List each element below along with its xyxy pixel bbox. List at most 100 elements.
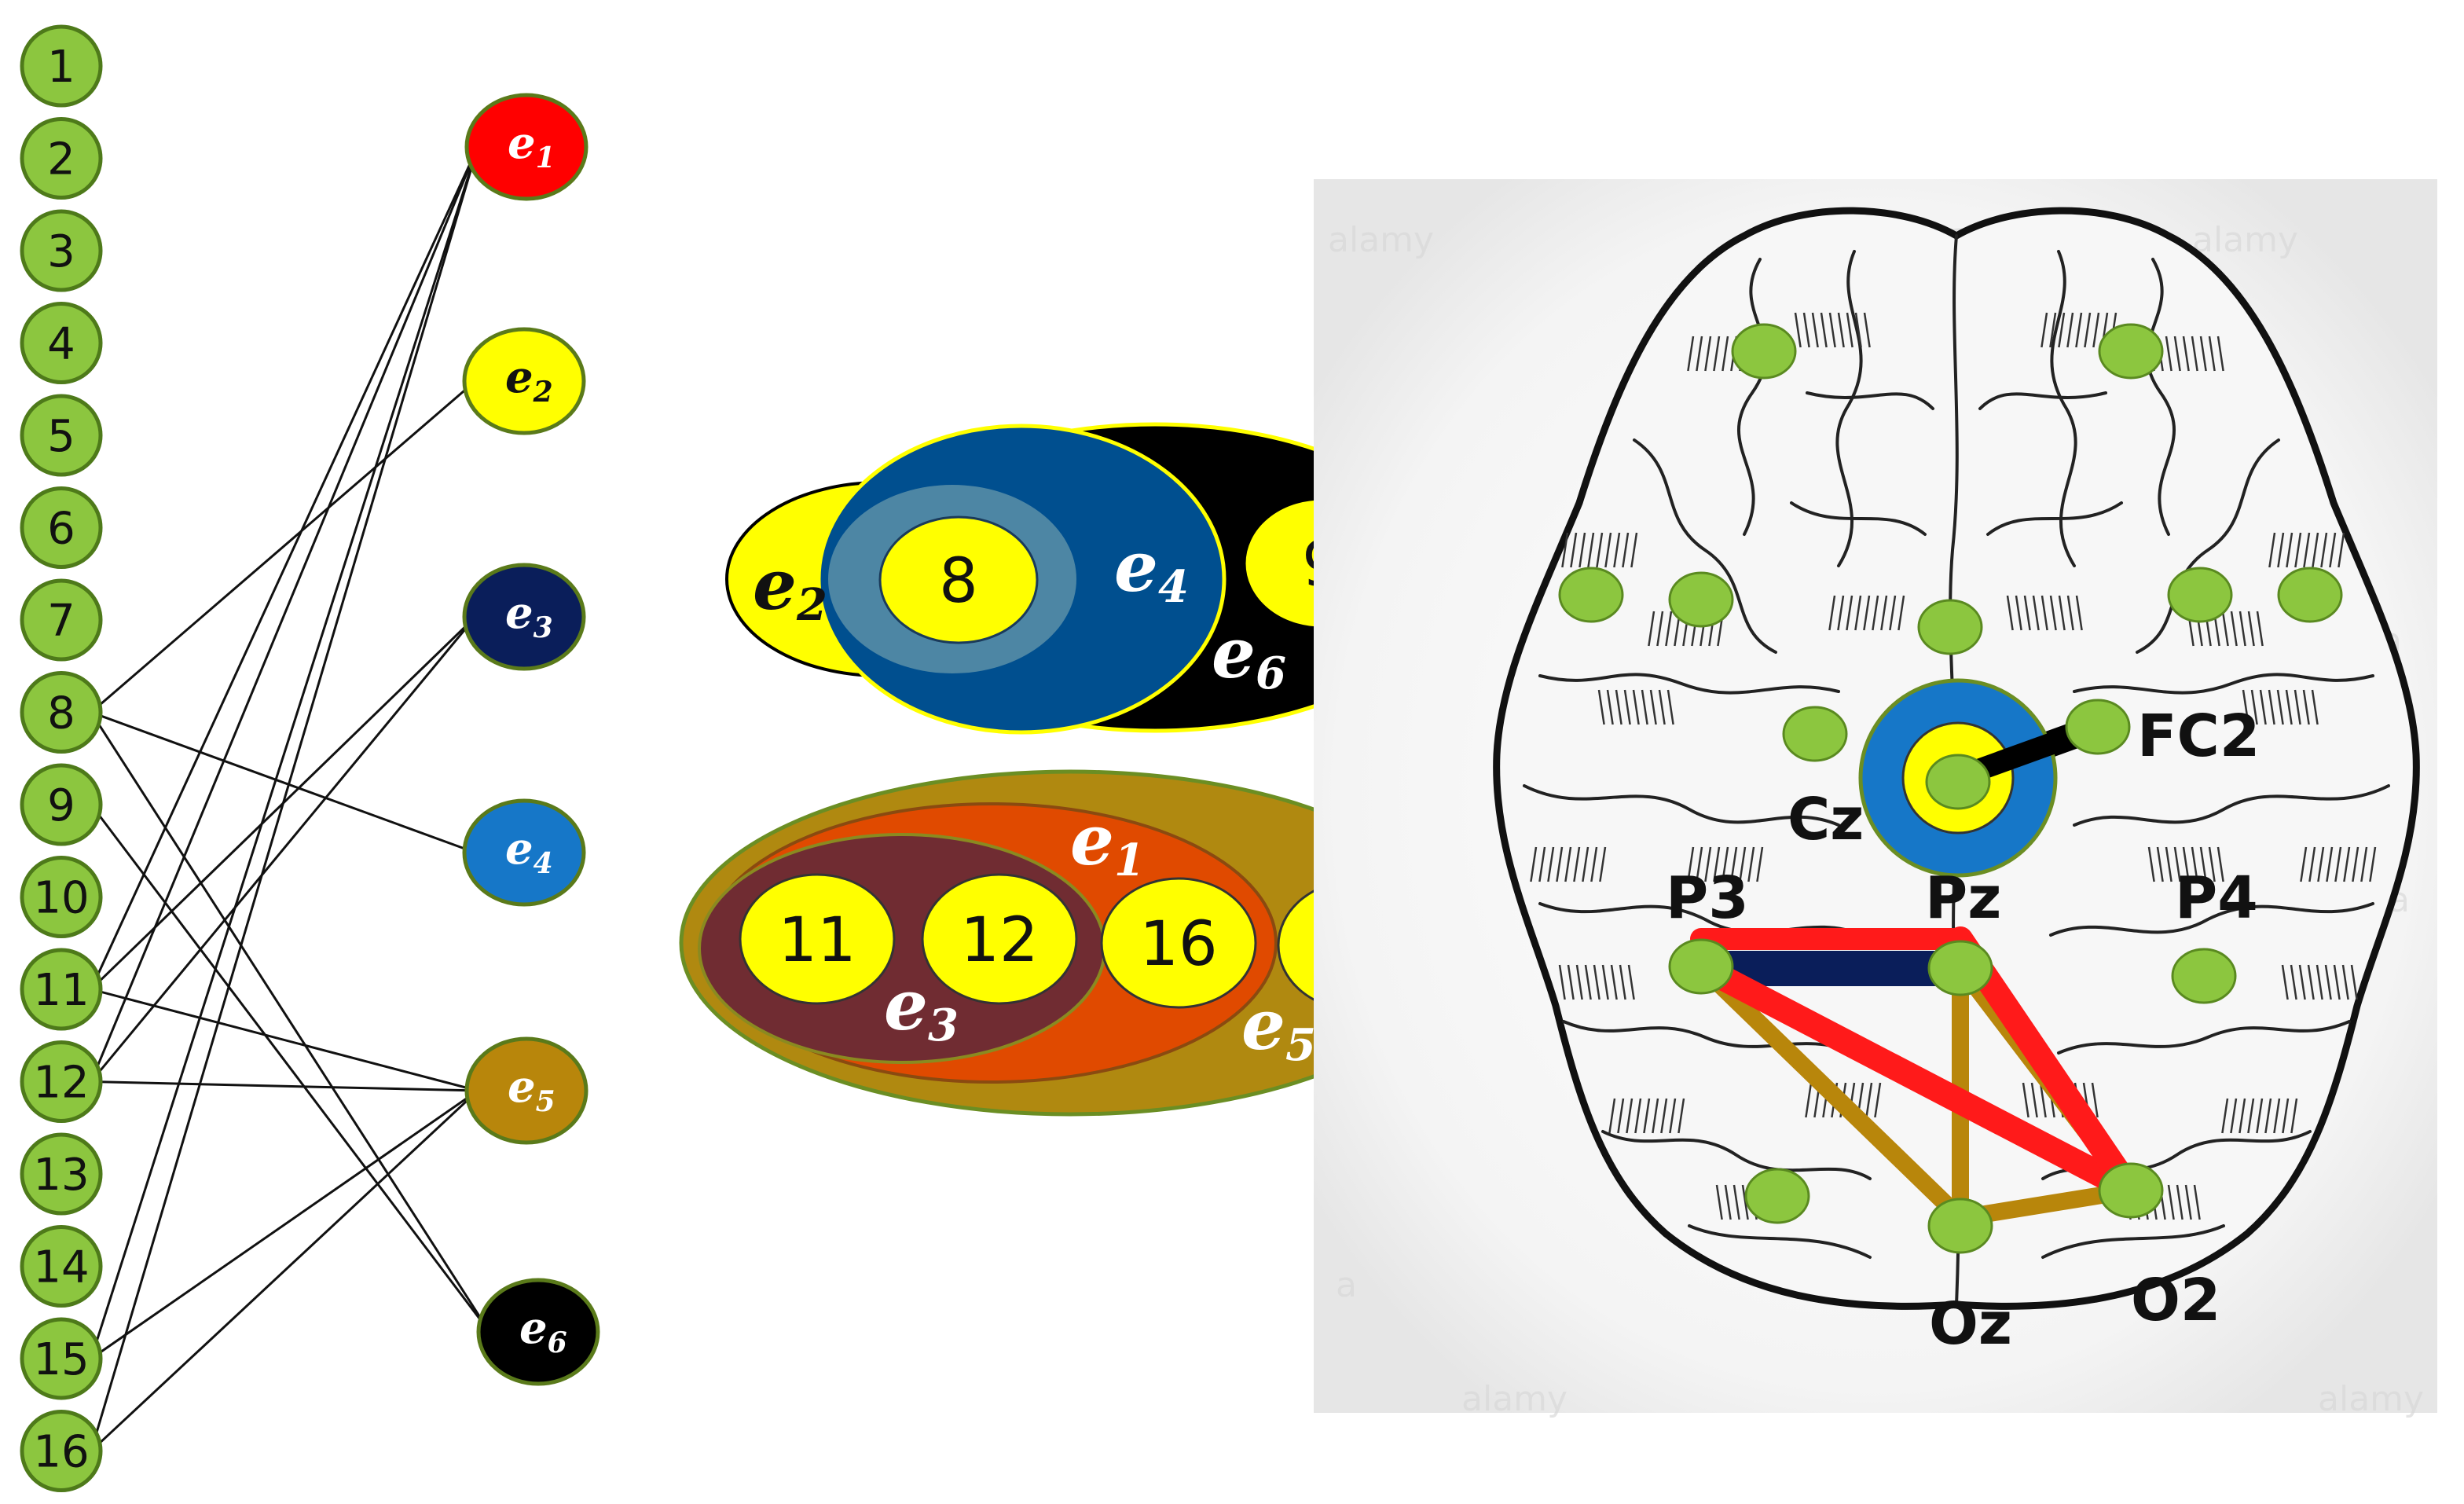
hatch-stroke	[2317, 846, 2325, 882]
incidence-16-e1	[90, 146, 479, 1451]
hyperedge-label-base: e	[508, 117, 536, 169]
hatch-stroke	[1578, 532, 1586, 568]
hatch-stroke	[2165, 846, 2172, 882]
hatch-stroke	[2247, 611, 2255, 647]
watermark: alamy	[2192, 220, 2298, 260]
hatch-stroke	[1713, 846, 1721, 882]
incidence-8-e2	[90, 380, 476, 713]
hatch-stroke	[1828, 312, 1836, 348]
vertex-label-3: 3	[47, 226, 75, 277]
venn-e6-sub: 6	[1256, 647, 1286, 699]
hyperedge-label-base: e	[508, 1061, 536, 1113]
hatch-stroke	[2341, 964, 2349, 1000]
hatch-stroke	[2294, 689, 2301, 725]
hatch-stroke	[2049, 312, 2057, 348]
electrode	[1917, 599, 1983, 655]
hatch-stroke	[1874, 1082, 1882, 1118]
hatch-stroke	[1854, 595, 1862, 631]
hatch-stroke	[2250, 689, 2258, 725]
vertex-label-11: 11	[33, 965, 89, 1016]
venn-e1-sub: 1	[1114, 835, 1145, 886]
hatch-stroke	[1696, 336, 1703, 372]
label-o2: O2	[2131, 1267, 2220, 1334]
hatch-stroke	[1854, 312, 1862, 348]
hatch-stroke	[1739, 846, 1747, 882]
vertex-11	[20, 948, 103, 1031]
hatch-stroke	[2075, 312, 2083, 348]
hatch-stroke	[1687, 846, 1695, 882]
hyperedge-e2	[462, 327, 586, 435]
hatch-stroke	[2273, 1098, 2281, 1134]
watermark: alamy	[1328, 220, 1434, 260]
electrode	[2098, 323, 2164, 380]
watermark: alamy	[1461, 1379, 1568, 1419]
hyperedge-e3	[462, 563, 586, 671]
vertex-label-10: 10	[33, 873, 89, 924]
hatch-stroke	[2369, 846, 2377, 882]
incidence-11-e5	[90, 988, 478, 1092]
hatch-stroke	[1608, 1098, 1616, 1134]
hatch-stroke	[1570, 532, 1578, 568]
vertex-8-circle	[878, 515, 1039, 644]
hatch-stroke	[2290, 1098, 2298, 1134]
incidence-lines	[90, 146, 491, 1452]
incidence-12-e5	[90, 1080, 478, 1092]
label-fc2: FC2	[2137, 702, 2260, 770]
hatch-stroke	[1794, 312, 1802, 348]
venn-e6-base: e	[1212, 612, 1256, 694]
hatch-stroke	[1863, 312, 1871, 348]
vertex-4	[20, 302, 103, 384]
hatch-stroke	[1601, 964, 1609, 1000]
incidence-15-e5	[90, 1089, 478, 1360]
hatch-stroke	[1617, 1098, 1625, 1134]
hatch-stroke	[2032, 595, 2040, 631]
venn-e1-label: e1	[1070, 799, 1145, 886]
hatch-stroke	[1687, 336, 1695, 372]
hatch-stroke	[2006, 595, 2014, 631]
hyperedge-label-sub: 3	[534, 611, 553, 644]
hyperedge-label-e4: e4	[505, 823, 553, 880]
vertex-label-8: 8	[47, 688, 75, 739]
hatch-stroke	[2191, 336, 2198, 372]
incidence-9-e6	[90, 804, 491, 1333]
hatch-stroke	[1898, 595, 1905, 631]
vertex-16-circle	[1100, 877, 1257, 1009]
hatch-stroke	[1634, 1098, 1642, 1134]
electrode	[2098, 1162, 2164, 1219]
hyperedge-label-e6: e6	[519, 1302, 567, 1359]
hatch-stroke	[1538, 846, 1546, 882]
hatch-stroke	[1619, 964, 1626, 1000]
hatch-stroke	[1632, 689, 1640, 725]
hatch-stroke	[2312, 532, 2319, 568]
hatch-stroke	[1872, 595, 1879, 631]
hatch-stroke	[1713, 336, 1721, 372]
hatch-stroke	[2208, 336, 2216, 372]
hatch-stroke	[1587, 532, 1595, 568]
hatch-stroke	[2176, 1184, 2184, 1220]
hatch-stroke	[2324, 964, 2332, 1000]
hatch-stroke	[2147, 846, 2155, 882]
hatch-stroke	[1590, 846, 1598, 882]
hatch-stroke	[1666, 689, 1674, 725]
vertex-11-circle	[739, 873, 896, 1005]
hyperedge-label-sub: 1	[536, 141, 556, 174]
incidence-8-e4	[90, 711, 476, 854]
hatch-stroke	[2316, 964, 2323, 1000]
hatch-stroke	[1741, 1184, 1749, 1220]
vertex-12-circle	[921, 873, 1078, 1005]
venn-e3-base: e	[884, 964, 928, 1046]
hatch-stroke	[1596, 532, 1604, 568]
vertex-14	[20, 1225, 103, 1308]
venn-e5-sub: 5	[1285, 1019, 1316, 1071]
electrode	[2277, 567, 2343, 623]
hatch-stroke	[2298, 964, 2306, 1000]
hatch-stroke	[2282, 1098, 2290, 1134]
hyperedge-label-base: e	[519, 1302, 548, 1354]
hatch-stroke	[1597, 689, 1605, 725]
hatch-stroke	[1641, 689, 1648, 725]
label-p3: P3	[1666, 864, 1749, 932]
hatch-stroke	[2173, 846, 2181, 882]
venn-e4-sub: 4	[1158, 561, 1189, 613]
hatch-stroke	[2182, 846, 2190, 882]
